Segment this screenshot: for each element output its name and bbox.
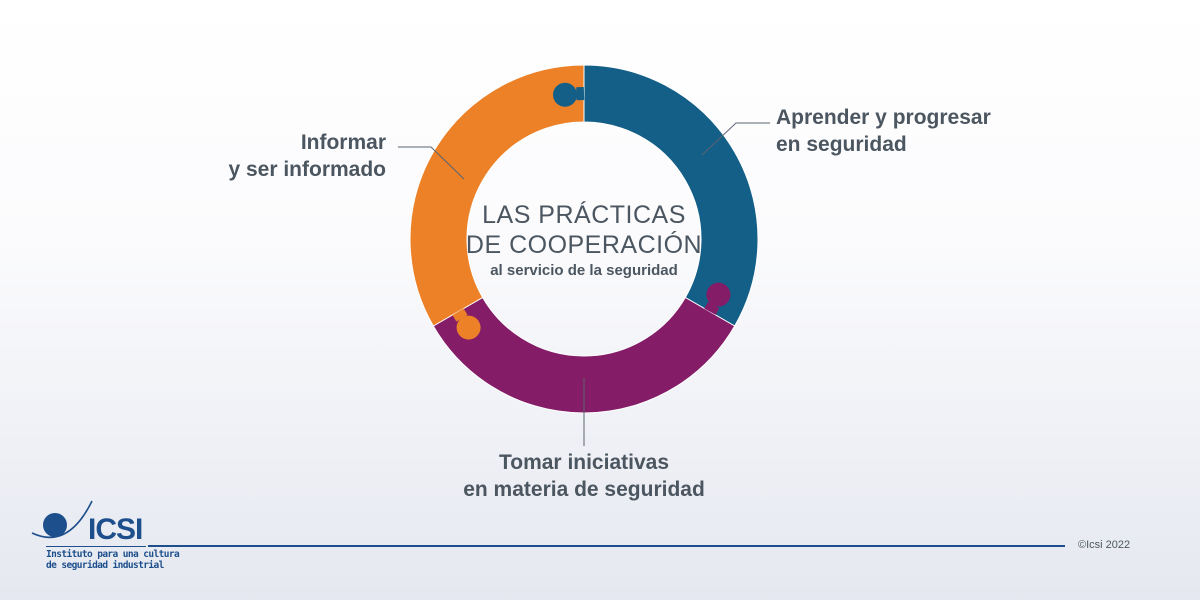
label-tomar: Tomar iniciativas en materia de segurida… [434, 449, 734, 503]
ring-segment [432, 296, 736, 414]
copyright: ©Icsi 2022 [1078, 539, 1131, 551]
label-informar: Informar y ser informado [190, 129, 386, 183]
label-aprender: Aprender y progresar en seguridad [776, 104, 991, 158]
label-informar-line2: y ser informado [228, 158, 386, 181]
logo-sub-line2: de seguridad industrial [46, 560, 164, 571]
ring-segment [409, 64, 585, 327]
center-title-line2: DE COOPERACIÓN [465, 231, 703, 259]
puzzle-tab-neck [452, 308, 468, 322]
icsi-logo-icon [31, 500, 93, 539]
label-aprender-line1: Aprender y progresar [776, 106, 991, 129]
puzzle-tab [553, 82, 578, 107]
center-title-line1: LAS PRÁCTICAS [482, 201, 686, 229]
leader-line-aprender [701, 122, 770, 156]
logo-divider [46, 546, 146, 547]
logo-sub-line1: Instituto para una cultura [46, 549, 180, 560]
puzzle-tab [456, 315, 481, 340]
label-aprender-line2: en seguridad [776, 133, 907, 156]
label-informar-line1: Informar [300, 131, 386, 154]
puzzle-tab [706, 282, 731, 307]
puzzle-tab-neck [704, 301, 720, 315]
ring-segment [583, 64, 759, 327]
leader-line-informar [398, 146, 465, 180]
label-tomar-line1: Tomar iniciativas [498, 451, 669, 474]
logo-text: ICSI [88, 513, 143, 546]
label-tomar-line2: en materia de seguridad [463, 478, 705, 501]
footer-rule [148, 545, 1065, 547]
center-title: LAS PRÁCTICAS DE COOPERACIÓN al servicio… [450, 200, 718, 279]
logo-subtitle: Instituto para una cultura de seguridad … [46, 549, 180, 571]
center-subtitle: al servicio de la seguridad [490, 262, 678, 279]
